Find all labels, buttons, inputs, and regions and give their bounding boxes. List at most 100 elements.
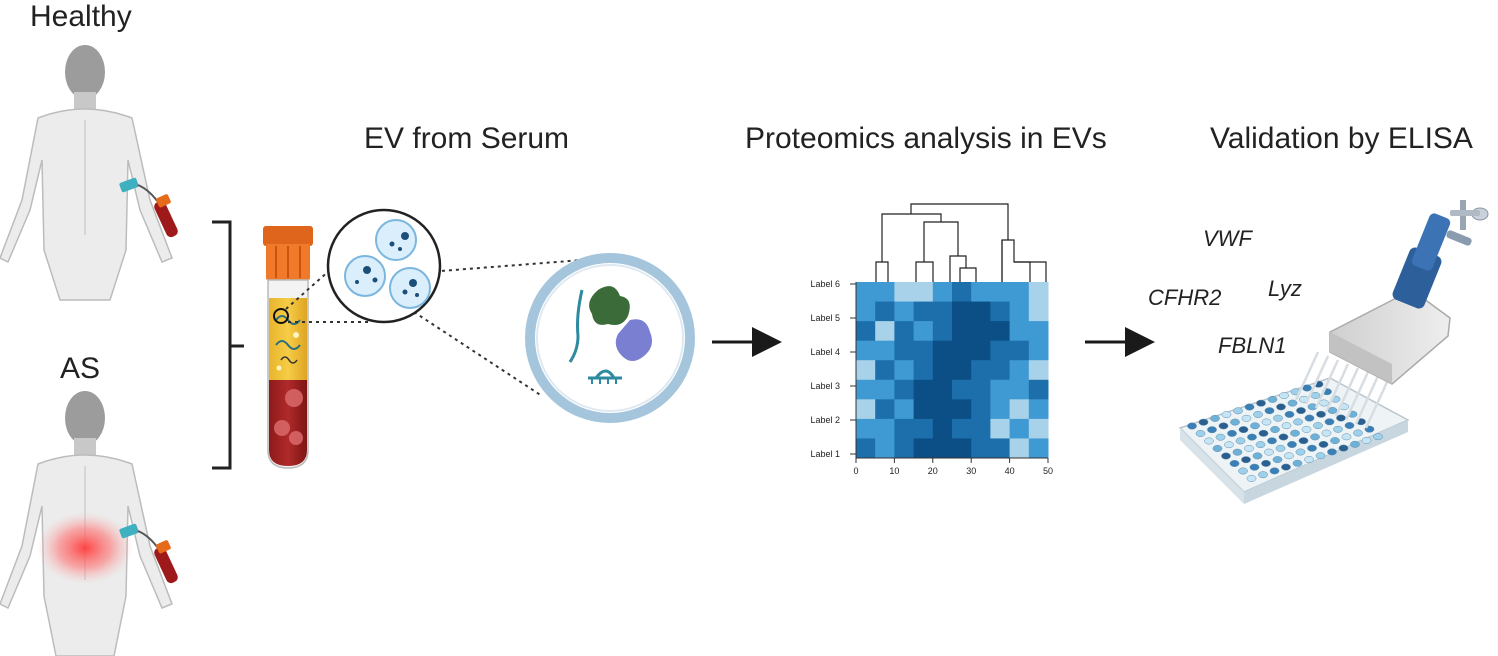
plate-well	[1238, 467, 1248, 475]
plate-well	[1238, 426, 1249, 434]
heatmap-cell	[875, 379, 895, 400]
plate-well	[1333, 425, 1343, 433]
plate-well	[1235, 437, 1246, 445]
plate-well	[1315, 452, 1326, 460]
heatmap-cell	[1028, 340, 1049, 361]
heatmap-cell	[875, 418, 895, 439]
plate-well	[1229, 460, 1240, 467]
heatmap-cell	[1028, 399, 1049, 420]
group-bracket	[212, 220, 244, 470]
heatmap-cell	[1009, 379, 1030, 400]
heatmap-cell	[971, 321, 991, 342]
plate-well	[1304, 414, 1315, 422]
heatmap-cell	[1028, 282, 1049, 303]
heatmap-cell	[932, 282, 953, 303]
heatmap-cell	[990, 438, 1011, 459]
plate-well	[1319, 399, 1329, 407]
plate-well	[1230, 418, 1240, 426]
heatmap-cell	[856, 282, 876, 303]
plate-well	[1373, 433, 1383, 441]
plate-well	[1267, 437, 1277, 445]
heatmap-cell	[971, 399, 991, 420]
heatmap-cell	[875, 438, 895, 459]
heatmap-cell	[1028, 301, 1049, 322]
plate-well	[1249, 463, 1260, 471]
heatmap-cell	[952, 379, 972, 400]
heatmap-cell	[990, 321, 1011, 342]
heatmap-cell	[932, 340, 953, 361]
healthy-figure	[0, 45, 173, 301]
heatmap-cell	[894, 360, 915, 381]
plate-well	[1310, 433, 1320, 441]
plate-wells	[1187, 380, 1383, 482]
heatmap-cell	[894, 379, 915, 400]
blood-draw-healthy	[119, 177, 178, 238]
heatmap-cell	[856, 418, 876, 439]
elisa-plate	[1178, 377, 1410, 504]
plate-well	[1293, 418, 1303, 426]
heatmap-x-tick-label: 20	[928, 466, 938, 476]
heatmap-cell	[913, 379, 934, 400]
heatmap-cell	[1009, 438, 1030, 459]
heatmap-cell	[875, 340, 895, 361]
heatmap-cell	[971, 438, 991, 459]
heatmap-cell	[875, 399, 895, 420]
plate-well	[1241, 414, 1252, 422]
heatmap-cell	[913, 282, 934, 303]
heatmap-cell	[1009, 418, 1030, 439]
heatmap-x-tick-label: 0	[853, 466, 858, 476]
heatmap-cell	[932, 379, 953, 400]
plate-well	[1272, 456, 1283, 464]
plate-well	[1327, 448, 1337, 456]
heatmap-cell	[932, 418, 953, 439]
plate-well	[1278, 433, 1289, 441]
heatmap-axes	[855, 282, 1048, 459]
plate-well	[1195, 430, 1206, 437]
heatmap-cell	[971, 301, 991, 322]
plate-well	[1232, 448, 1243, 456]
plate-well	[1258, 429, 1269, 437]
plate-well	[1287, 399, 1298, 407]
heatmap-row-label: Label 5	[810, 313, 840, 323]
plate-well	[1198, 418, 1209, 426]
plate-well	[1336, 414, 1346, 422]
plate-well	[1330, 437, 1340, 445]
plate-well	[1275, 444, 1286, 452]
heatmap-cell	[913, 399, 934, 420]
heatmap-cell	[952, 418, 972, 439]
heatmap-cell	[990, 282, 1011, 303]
plate-well	[1241, 456, 1251, 464]
label-validation: Validation by ELISA	[1210, 122, 1473, 155]
blood-tube	[263, 226, 313, 469]
heatmap-cell	[971, 360, 991, 381]
plate-well	[1316, 410, 1326, 418]
heatmap-cell	[1028, 321, 1049, 342]
gene-fbln1: FBLN1	[1218, 333, 1287, 358]
heatmap-cell	[913, 321, 934, 342]
heatmap-cell	[990, 418, 1011, 439]
heatmap-cell	[1028, 379, 1049, 400]
heatmap-cell	[971, 418, 991, 439]
heatmap-x-tick-label: 10	[889, 466, 899, 476]
plate-well	[1301, 425, 1312, 433]
heatmap-cell	[1009, 282, 1030, 303]
plate-well	[1307, 444, 1317, 452]
plate-well	[1321, 429, 1332, 437]
plate-well	[1284, 452, 1294, 460]
plate-well	[1284, 410, 1295, 418]
blood-draw-as	[119, 523, 178, 584]
heatmap-cell	[1009, 340, 1030, 361]
plate-well	[1264, 407, 1275, 415]
plate-well	[1361, 437, 1372, 444]
heatmap-row-label: Label 6	[810, 279, 840, 289]
heatmap-row-label: Label 3	[810, 381, 840, 391]
plate-well	[1221, 452, 1231, 460]
label-as: AS	[60, 352, 101, 385]
heatmap-cell	[1009, 321, 1030, 342]
heatmap-cell	[913, 301, 934, 322]
heatmap-cell	[990, 379, 1011, 400]
heatmap-cell	[971, 340, 991, 361]
heatmap-x-tick-label: 40	[1005, 466, 1015, 476]
heatmap-cell	[952, 301, 972, 322]
heatmap-cell	[875, 282, 895, 303]
